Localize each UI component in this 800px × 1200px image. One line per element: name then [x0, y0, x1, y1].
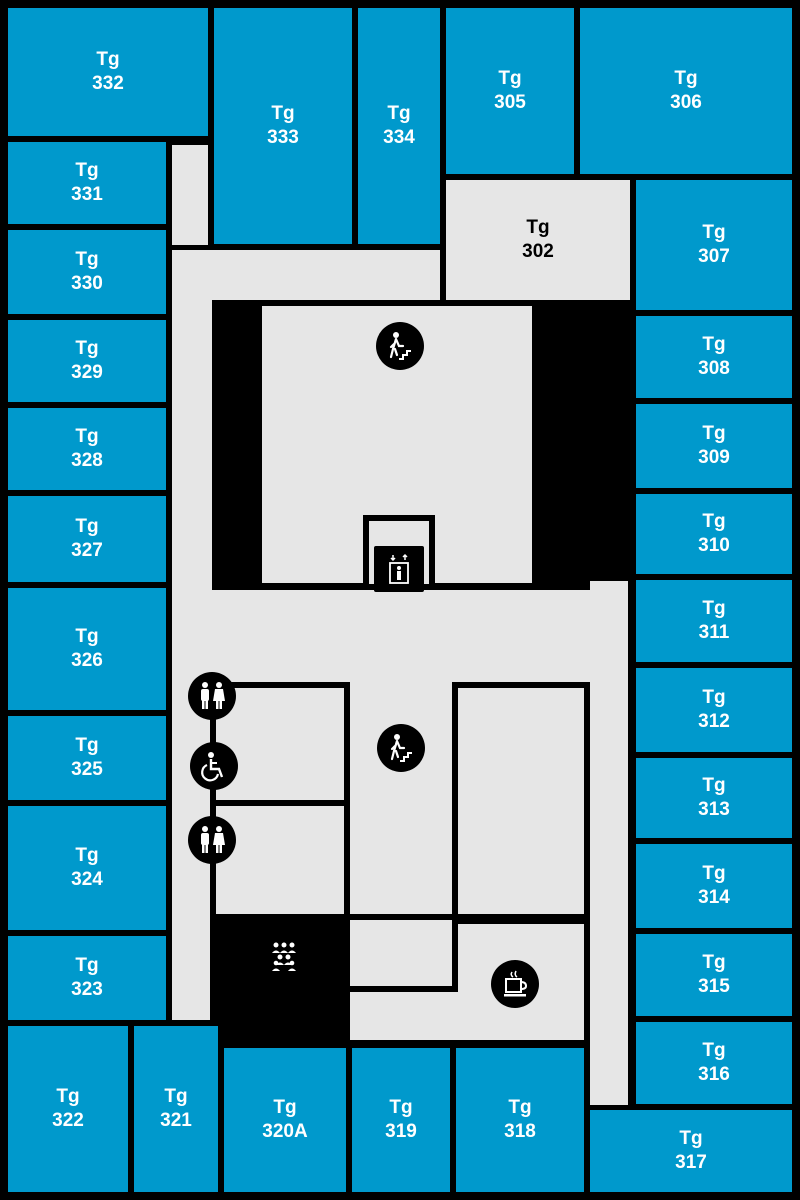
toilet-room-1 — [216, 688, 344, 800]
corridor-mid — [172, 590, 627, 682]
wall — [256, 300, 538, 306]
wall — [429, 515, 435, 585]
wall — [363, 515, 435, 521]
corridor-right — [590, 580, 628, 1105]
wall — [210, 914, 590, 920]
corridor-small-top — [172, 145, 208, 245]
wall — [452, 682, 458, 992]
wall — [210, 800, 350, 806]
wall — [424, 584, 538, 590]
storage-room — [458, 688, 584, 916]
wall — [363, 515, 369, 585]
wall — [256, 300, 262, 590]
wall — [440, 245, 446, 305]
stairs-icon — [377, 724, 425, 772]
wall — [210, 1040, 590, 1046]
elevator-icon — [374, 546, 424, 592]
corridor-cafe-link — [350, 918, 452, 986]
corridor-center — [350, 682, 452, 918]
toilet-room-2 — [216, 806, 344, 914]
wall — [344, 682, 350, 1046]
corridor-top — [172, 250, 440, 300]
wall — [584, 682, 590, 1042]
toilet-icon — [188, 672, 236, 720]
wall — [210, 682, 350, 688]
wall — [532, 300, 538, 580]
wheelchair-icon — [190, 742, 238, 790]
wall — [532, 575, 632, 581]
group-icon — [260, 932, 308, 980]
coffee-icon — [491, 960, 539, 1008]
wall — [256, 584, 376, 590]
stairs-icon — [376, 322, 424, 370]
wall — [344, 986, 458, 992]
wall — [452, 682, 590, 688]
wall — [210, 682, 216, 1046]
toilet-icon — [188, 816, 236, 864]
